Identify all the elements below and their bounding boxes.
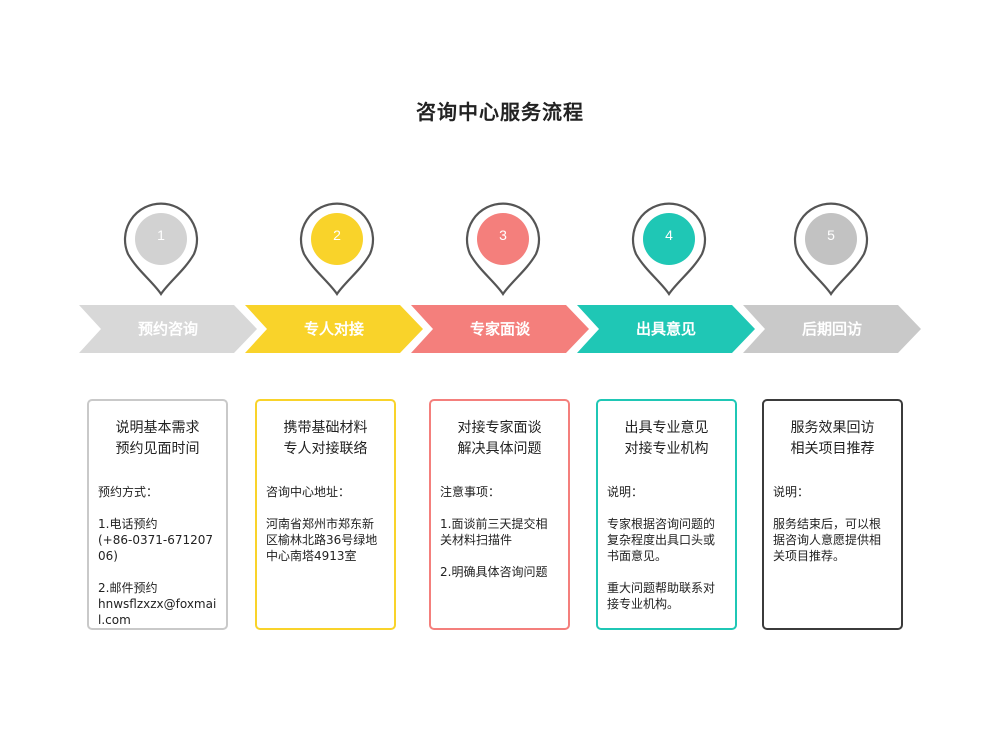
card-heading: 服务效果回访 相关项目推荐 [790, 420, 875, 457]
card-item: 服务结束后，可以根据咨询人意愿提供相关项目推荐。 [773, 517, 882, 563]
card-body: 注意事项： 1.面谈前三天提交相关材料扫描件 2.明确具体咨询问题 [431, 484, 568, 580]
card-heading: 出具专业意见 对接专业机构 [624, 420, 709, 457]
card-subheading: 说明： [607, 485, 644, 499]
card-item: 1.电话预约 (+86-0371-67120706) [98, 517, 214, 563]
step-number: 2 [333, 227, 341, 243]
step-card-3: 对接专家面谈 解决具体问题注意事项： 1.面谈前三天提交相关材料扫描件 2.明确具体… [429, 399, 570, 630]
card-item: 重大问题帮助联系对接专业机构。 [607, 581, 716, 611]
stage-arrow-3: 专家面谈 [411, 305, 589, 353]
card-subheading: 注意事项： [440, 485, 501, 499]
card-subheading: 说明： [773, 485, 810, 499]
card-item: 1.面谈前三天提交相关材料扫描件 [440, 517, 548, 547]
stage-arrow-5: 后期回访 [743, 305, 921, 353]
card-body: 说明： 服务结束后，可以根据咨询人意愿提供相关项目推荐。 [764, 484, 901, 564]
stage-label: 专人对接 [303, 320, 364, 338]
card-body: 预约方式： 1.电话预约 (+86-0371-67120706) 2.邮件预约 hn… [89, 484, 226, 628]
step-pin-2: 2 [299, 202, 375, 298]
stage-arrow-2: 专人对接 [245, 305, 423, 353]
step-card-5: 服务效果回访 相关项目推荐说明： 服务结束后，可以根据咨询人意愿提供相关项目推荐。 [762, 399, 903, 630]
stage-arrow-4: 出具意见 [577, 305, 755, 353]
step-pin-4: 4 [631, 202, 707, 298]
step-pin-3: 3 [465, 202, 541, 298]
card-item: 2.邮件预约 hnwsflzxzx@foxmail.com [98, 581, 217, 627]
step-number: 3 [499, 227, 507, 243]
card-subheading: 预约方式： [98, 485, 159, 499]
page-title: 咨询中心服务流程 [416, 100, 584, 124]
card-subheading: 咨询中心地址： [266, 485, 351, 499]
card-body: 咨询中心地址： 河南省郑州市郑东新区榆林北路36号绿地中心南塔4913室 [257, 484, 394, 564]
step-card-4: 出具专业意见 对接专业机构说明： 专家根据咨询问题的复杂程度出具口头或书面意见。重… [596, 399, 737, 630]
stage-label: 预约咨询 [137, 320, 198, 338]
step-number: 5 [827, 227, 835, 243]
card-heading: 对接专家面谈 解决具体问题 [457, 420, 542, 457]
card-item: 专家根据咨询问题的复杂程度出具口头或书面意见。 [607, 517, 716, 563]
step-pin-1: 1 [123, 202, 199, 298]
step-card-2: 携带基础材料 专人对接联络咨询中心地址： 河南省郑州市郑东新区榆林北路36号绿地中… [255, 399, 396, 630]
step-card-1: 说明基本需求 预约见面时间预约方式： 1.电话预约 (+86-0371-67120… [87, 399, 228, 630]
step-number: 4 [665, 227, 673, 243]
card-heading: 说明基本需求 预约见面时间 [115, 420, 200, 457]
step-pin-5: 5 [793, 202, 869, 298]
card-item: 2.明确具体咨询问题 [440, 565, 548, 579]
stage-label: 出具意见 [635, 320, 696, 338]
card-heading: 携带基础材料 专人对接联络 [283, 420, 368, 457]
stage-label: 后期回访 [801, 320, 862, 338]
card-body: 说明： 专家根据咨询问题的复杂程度出具口头或书面意见。重大问题帮助联系对接专业机构… [598, 484, 735, 612]
stage-arrow-1: 预约咨询 [79, 305, 257, 353]
stage-label: 专家面谈 [469, 320, 530, 338]
card-item: 河南省郑州市郑东新区榆林北路36号绿地中心南塔4913室 [266, 517, 378, 563]
step-number: 1 [157, 227, 165, 243]
